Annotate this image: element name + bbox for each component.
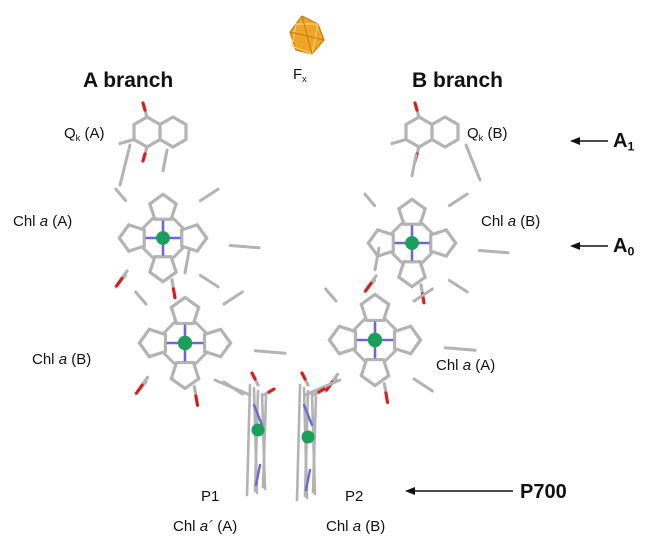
b-branch-title: B branch [412, 69, 504, 92]
a-branch-title: A branch [83, 69, 174, 92]
a1-label: A1 [613, 130, 635, 154]
chl-a-label-upper-right: Chl a (B) [481, 213, 541, 230]
chl-a-label-lower-left: Chl a (B) [32, 351, 92, 368]
chlorophyll-a-upper-right [363, 153, 510, 305]
chlorophyll-a-lower-right [324, 246, 477, 404]
a0-label: A0 [613, 235, 635, 259]
chl-a-label-upper-left: Chl a (A) [13, 213, 73, 230]
p1-label: P1 [201, 488, 220, 505]
p700-label: P700 [520, 481, 567, 503]
arrow-p700 [405, 487, 513, 495]
chlorophyll-a-upper-left [114, 148, 261, 300]
fx-iron-sulfur-cluster [289, 15, 325, 55]
qk-b-label: Qk (B) [467, 125, 508, 143]
quinone-a [118, 101, 188, 163]
qk-a-label: Qk (A) [64, 125, 105, 143]
fx-label: Fx [293, 66, 307, 84]
chl-a-p2-label: Chl a (B) [326, 518, 386, 535]
chl-a-prime-label: Chl a´ (A) [173, 518, 238, 535]
chlorophyll-a-lower-left [134, 249, 287, 407]
quinone-b [390, 101, 460, 163]
arrow-a1 [570, 137, 608, 145]
p1-chlorophyll [245, 371, 276, 497]
p2-label: P2 [345, 488, 364, 505]
p2-chlorophyll [295, 371, 326, 502]
chl-a-label-lower-right: Chl a (A) [436, 357, 496, 374]
arrow-a0 [570, 242, 608, 250]
